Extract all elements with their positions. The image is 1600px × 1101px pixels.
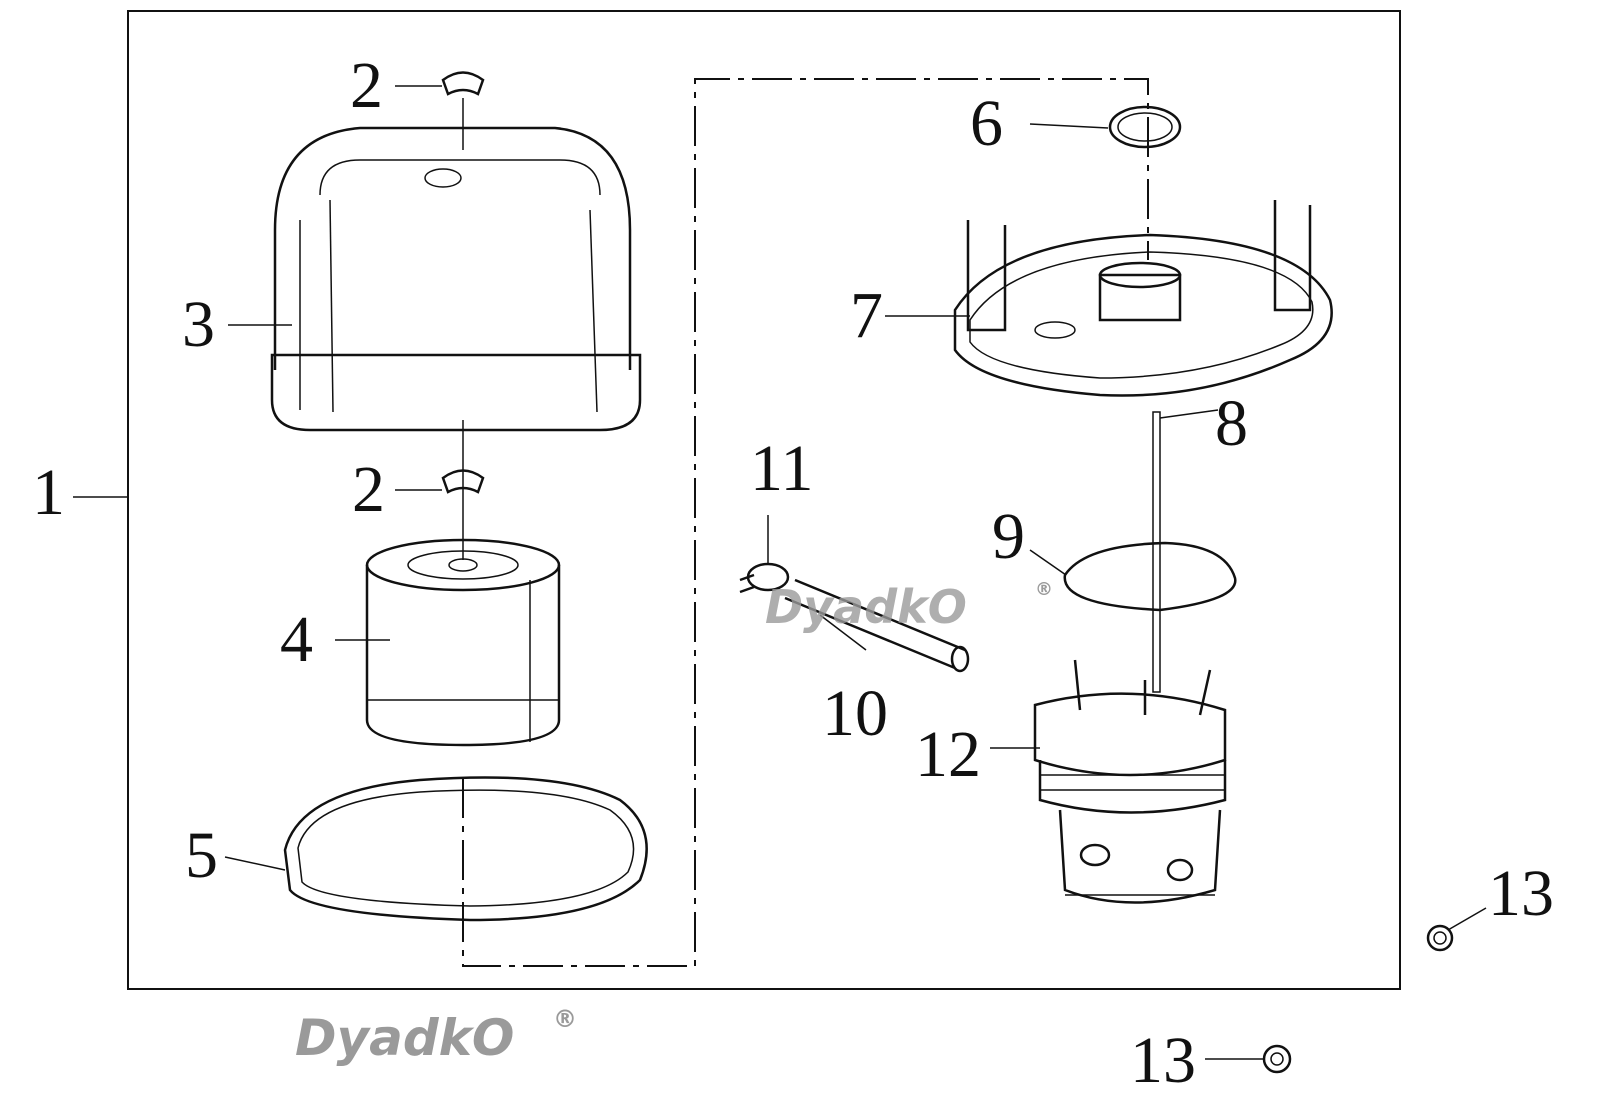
- label-7: 7: [850, 279, 883, 352]
- part-2-clip-top: [441, 71, 485, 96]
- watermark-center: DyadkO: [765, 580, 967, 634]
- part-9-seal: [1063, 541, 1237, 612]
- part-10-tube: [784, 578, 970, 673]
- part-6-ring: [1108, 105, 1182, 149]
- label-13-b: 13: [1130, 1024, 1196, 1097]
- assembly-centerline: [462, 78, 1149, 967]
- part-7-base-plate: [953, 200, 1333, 397]
- part-13-bolt-a: [1426, 924, 1454, 952]
- part-13-bolt-b: [1262, 1044, 1292, 1074]
- label-13-a: 13: [1488, 857, 1554, 930]
- label-12: 12: [915, 718, 981, 791]
- label-10: 10: [822, 677, 888, 750]
- label-5: 5: [185, 819, 218, 892]
- label-8: 8: [1215, 387, 1248, 460]
- label-9: 9: [992, 500, 1025, 573]
- label-3: 3: [182, 288, 215, 361]
- label-1: 1: [32, 456, 65, 529]
- label-2-top: 2: [350, 49, 383, 122]
- label-11: 11: [750, 432, 814, 505]
- label-2-bottom: 2: [352, 453, 385, 526]
- label-4: 4: [280, 603, 313, 676]
- part-4-filter-element: [365, 538, 561, 747]
- part-5-gasket: [283, 776, 648, 922]
- part-8-rod: [1152, 411, 1161, 693]
- watermark-bottom-mark: ®: [553, 1005, 577, 1033]
- part-2-clip-bottom: [441, 469, 485, 494]
- label-6: 6: [970, 87, 1003, 160]
- part-3-cover: [270, 126, 642, 432]
- part-12-housing: [1033, 659, 1227, 904]
- leader-lines: [73, 85, 1487, 1060]
- assembly-frame: [127, 10, 1401, 990]
- watermark-bottom: DyadkO: [295, 1009, 514, 1067]
- watermark-center-mark: ®: [1035, 579, 1053, 600]
